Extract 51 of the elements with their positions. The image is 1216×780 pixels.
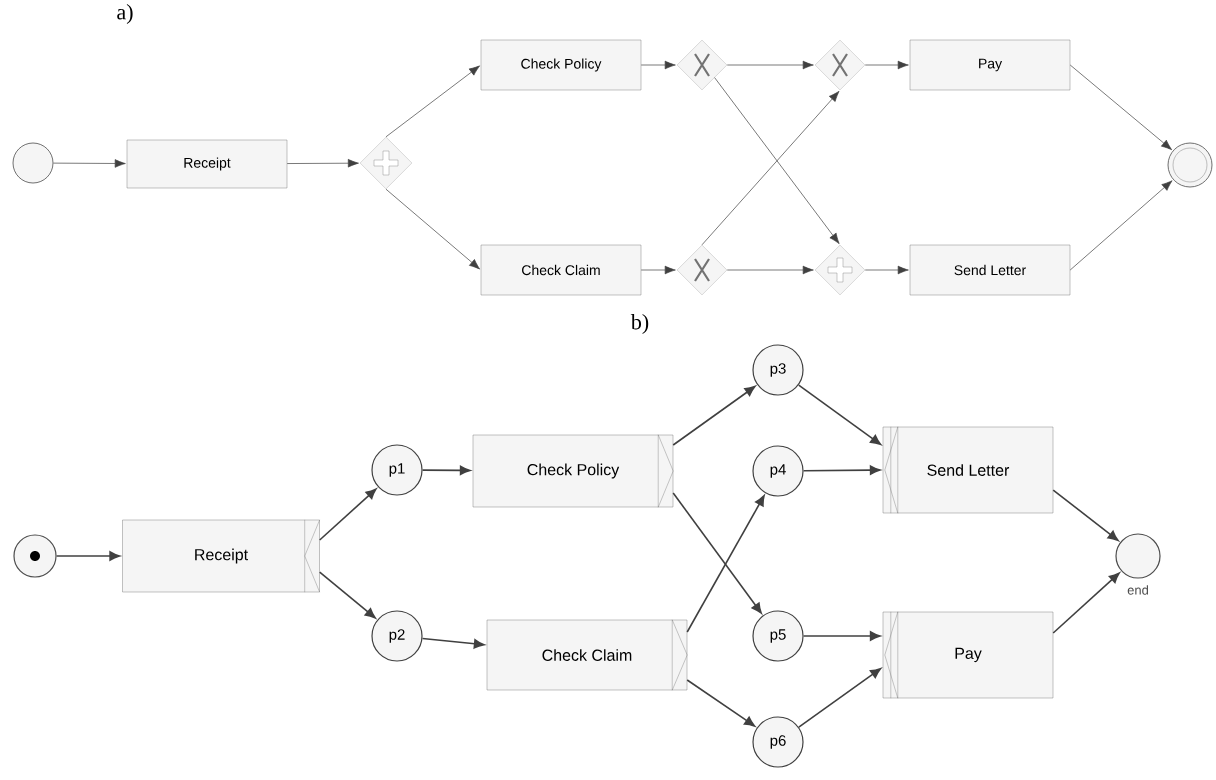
- gateway-diamond: [676, 39, 728, 91]
- arrow: [1052, 489, 1119, 542]
- arrow: [802, 631, 881, 641]
- start-circle: [13, 534, 57, 578]
- task-box: Check Policy: [480, 39, 642, 91]
- arrow: [798, 667, 882, 728]
- arrow: [385, 188, 481, 270]
- arrow: [802, 465, 881, 475]
- arrow: [726, 60, 814, 70]
- end-circle: [1167, 142, 1213, 188]
- arrow: [318, 571, 376, 619]
- gateway-diamond: [814, 244, 866, 296]
- panel-label: a): [117, 4, 133, 24]
- arrow: [864, 265, 909, 275]
- arrow: [797, 384, 882, 446]
- task-box: Receipt: [126, 139, 288, 189]
- transition-box: Check Claim: [486, 619, 688, 691]
- arrow: [714, 77, 840, 244]
- arrow: [55, 551, 121, 561]
- task-box: Pay: [909, 39, 1071, 91]
- transition-box: Pay: [882, 611, 1054, 699]
- start-circle: [12, 142, 54, 184]
- arrow: [286, 158, 359, 168]
- arrow: [421, 465, 471, 476]
- arrow: [385, 65, 480, 138]
- arrow: [1052, 572, 1120, 634]
- gateway-diamond: [676, 244, 728, 296]
- arrow: [864, 60, 909, 70]
- arrow: [318, 488, 377, 541]
- gateway-diamond: [814, 39, 866, 91]
- arrow: [640, 265, 676, 275]
- transition-box: Receipt: [122, 519, 320, 593]
- arrow: [1069, 64, 1173, 151]
- node-caption: end: [1127, 585, 1148, 595]
- task-box: Send Letter: [909, 244, 1071, 296]
- transition-box: Send Letter: [882, 426, 1054, 514]
- arrow: [686, 679, 756, 727]
- end-circle: [1115, 533, 1161, 579]
- arrow: [686, 495, 765, 633]
- arrow: [421, 637, 485, 649]
- transition-box: Check Policy: [472, 434, 674, 508]
- task-box: Check Claim: [480, 244, 642, 296]
- arrow: [672, 385, 756, 446]
- arrow: [1069, 180, 1173, 271]
- panel-label: b): [630, 314, 649, 334]
- gateway-diamond: [359, 136, 413, 190]
- arrow: [672, 492, 762, 614]
- arrow: [726, 265, 814, 275]
- arrow: [701, 90, 840, 246]
- arrow: [640, 60, 676, 70]
- arrow: [53, 159, 126, 168]
